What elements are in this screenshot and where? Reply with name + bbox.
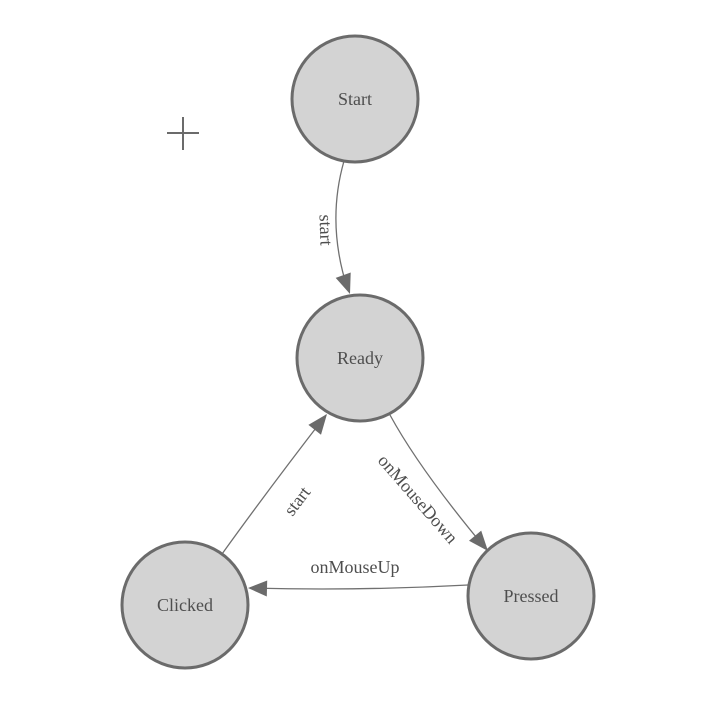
node-pressed-circle[interactable] [466,531,596,661]
arrowhead-ready-pressed-icon [469,530,488,551]
edge-label-start-1: start [315,214,336,246]
node-clicked[interactable]: Clicked [120,540,250,670]
edge-pressed-clicked-line[interactable] [249,584,469,590]
node-ready-circle[interactable] [295,293,425,423]
node-clicked-circle[interactable] [120,540,250,670]
edge-ready-pressed-line[interactable] [389,414,487,550]
node-pressed[interactable]: Pressed [466,531,596,661]
crosshair-cursor-icon [167,117,199,150]
node-ready[interactable]: Ready [295,293,425,423]
edge-pressed-clicked[interactable]: onMouseUp [248,557,469,597]
edge-label-onmouseup: onMouseUp [311,557,400,577]
node-start-label: Start [338,89,372,109]
node-pressed-label: Pressed [504,586,559,606]
node-start[interactable]: Start [290,34,420,164]
node-start-circle[interactable] [290,34,420,164]
edge-ready-pressed[interactable]: onMouseDown [374,414,488,551]
edge-clicked-ready-line[interactable] [221,414,327,555]
edge-label-start-2: start [280,483,315,520]
node-ready-label: Ready [337,348,383,368]
arrowhead-clicked-ready-icon [308,414,327,435]
arrowhead-start-ready-icon [335,272,351,294]
edge-clicked-ready[interactable]: start [221,414,327,555]
arrowhead-pressed-clicked-icon [248,580,268,597]
edge-start-ready-line[interactable] [335,160,349,291]
edge-label-onmousedown: onMouseDown [374,451,462,548]
node-clicked-label: Clicked [157,595,213,615]
edge-start-ready[interactable]: start [315,160,351,294]
